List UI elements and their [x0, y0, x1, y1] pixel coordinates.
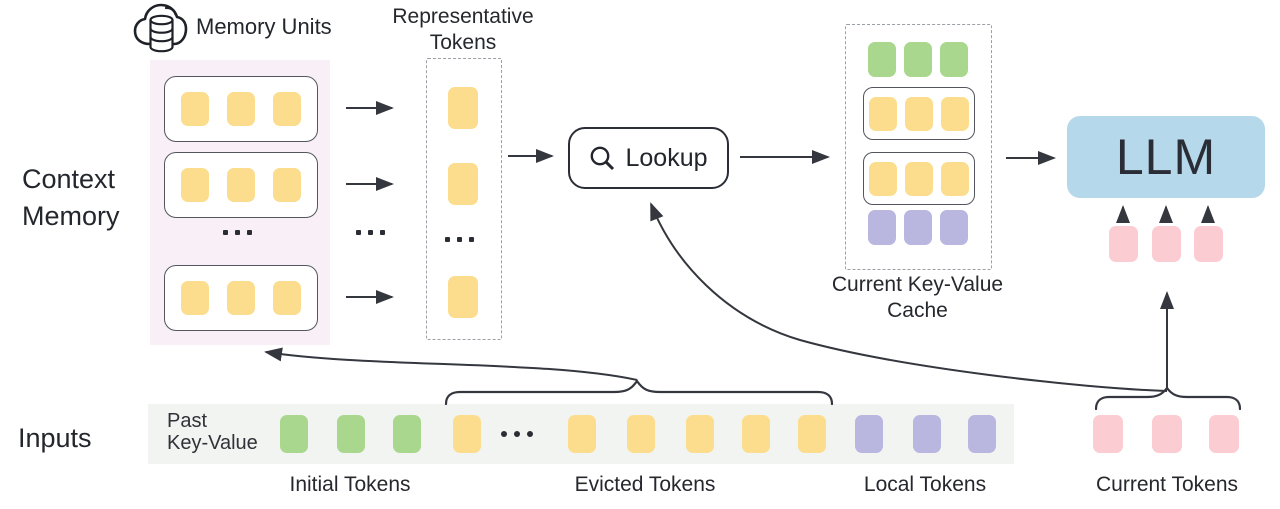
- evicted-token: [627, 415, 655, 453]
- caption-current-tokens: Current Tokens: [1095, 473, 1239, 496]
- current-token: [1152, 415, 1182, 453]
- cloud-database-icon: [133, 3, 188, 53]
- representative-token: [448, 87, 478, 129]
- caption-local-tokens: Local Tokens: [863, 473, 987, 496]
- memory-token: [273, 168, 301, 202]
- brace-evicted-tokens: [444, 379, 834, 406]
- brace-current-tokens: [1094, 386, 1242, 411]
- kv-row-initial: [845, 42, 990, 77]
- past-kv-label: Past Key-Value: [167, 410, 258, 454]
- local-token: [855, 415, 883, 453]
- kv-token-initial: [867, 42, 896, 77]
- kv-token-retrieved: [905, 96, 933, 131]
- kv-token-retrieved: [941, 161, 969, 196]
- arrow-evicted-tokens-to-context-memory: [264, 347, 638, 381]
- kv-token-retrieved: [869, 96, 897, 131]
- current-token: [1093, 415, 1123, 453]
- memory-token: [273, 281, 301, 315]
- kv-token-local: [867, 210, 896, 245]
- memory-unit-box: [164, 76, 318, 142]
- memory-unit-box: [164, 265, 318, 331]
- representative-ellipsis: [445, 237, 474, 242]
- llm-input-token: [1152, 226, 1181, 262]
- magnifier-icon: [591, 146, 615, 170]
- representative-token: [448, 276, 478, 318]
- kv-row-local: [845, 210, 990, 245]
- representative-token: [448, 163, 478, 205]
- llm-input-token: [1194, 226, 1223, 262]
- lookup-pill: Lookup: [568, 127, 729, 189]
- strip-ellipsis: [501, 431, 533, 437]
- llm-input-token: [1109, 226, 1138, 262]
- evicted-token: [453, 415, 481, 453]
- representative-tokens-label: Representative Tokens: [392, 5, 534, 54]
- kv-token-initial: [939, 42, 968, 77]
- initial-token: [337, 415, 365, 453]
- caption-evicted-tokens: Evicted Tokens: [574, 473, 716, 496]
- memory-token: [227, 92, 255, 126]
- arrow-column-ellipsis: [356, 230, 385, 235]
- memory-unit-box: [164, 152, 318, 218]
- llm-box: LLM: [1067, 116, 1265, 198]
- kv-token-retrieved: [869, 161, 897, 196]
- evicted-token: [686, 415, 714, 453]
- current-token: [1209, 415, 1239, 453]
- memory-token: [181, 281, 209, 315]
- initial-token: [280, 415, 308, 453]
- context-memory-label: Context Memory: [22, 164, 120, 231]
- inputs-label: Inputs: [18, 423, 92, 453]
- memory-units-label: Memory Units: [196, 14, 332, 39]
- lookup-label: Lookup: [625, 143, 708, 172]
- llm-label: LLM: [1115, 129, 1217, 185]
- memory-token: [181, 168, 209, 202]
- kv-memory-unit-box: [863, 87, 975, 140]
- kv-token-retrieved: [905, 161, 933, 196]
- kv-memory-unit-box: [863, 152, 975, 205]
- local-token: [968, 415, 996, 453]
- memory-token: [227, 168, 255, 202]
- kv-cache-label: Current Key-Value Cache: [831, 273, 1004, 322]
- local-token: [913, 415, 941, 453]
- memory-ellipsis: [223, 230, 252, 235]
- kv-token-retrieved: [941, 96, 969, 131]
- evicted-token: [568, 415, 596, 453]
- memory-token: [273, 92, 301, 126]
- kv-token-local: [939, 210, 968, 245]
- kv-token-initial: [903, 42, 932, 77]
- evicted-token: [798, 415, 826, 453]
- evicted-token: [742, 415, 770, 453]
- kv-token-local: [903, 210, 932, 245]
- memory-token: [181, 92, 209, 126]
- caption-initial-tokens: Initial Tokens: [289, 473, 411, 496]
- memory-token: [227, 281, 255, 315]
- representative-tokens-box: [426, 58, 502, 340]
- initial-token: [393, 415, 421, 453]
